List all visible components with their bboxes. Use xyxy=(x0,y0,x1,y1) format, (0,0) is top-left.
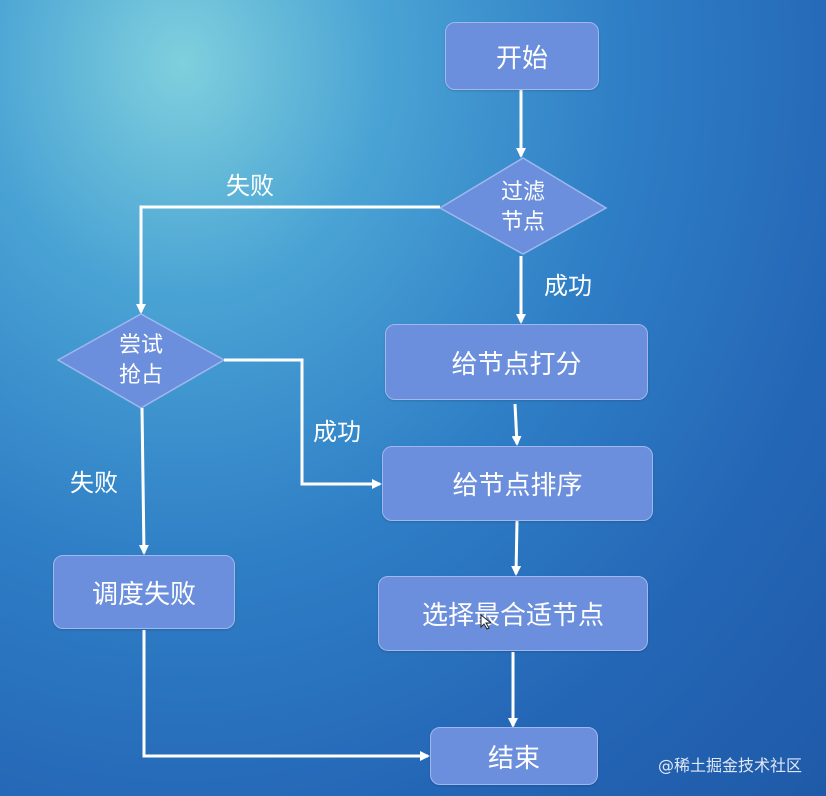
preempt-decision-label[interactable]: 尝试 抢占 xyxy=(118,333,163,388)
edge-filter-to-preempt xyxy=(136,205,440,314)
pointer-icon xyxy=(480,614,493,630)
edge-preempt-to-sort xyxy=(224,358,382,489)
schedule-failed-node[interactable]: 调度失败 xyxy=(53,555,235,629)
edge-sort-to-select xyxy=(511,520,522,576)
end-node[interactable]: 结束 xyxy=(430,727,598,785)
edge-score-to-sort xyxy=(511,403,522,446)
edge-preempt-to-fail xyxy=(138,407,149,555)
preempt-fail-label: 失败 xyxy=(70,469,118,497)
score-nodes-node[interactable]: 给节点打分 xyxy=(385,324,648,400)
edge-fail-to-end xyxy=(142,630,430,761)
filter-decision-label[interactable]: 过滤 节点 xyxy=(500,180,545,235)
filter-fail-label: 失败 xyxy=(226,172,274,200)
filter-success-label: 成功 xyxy=(544,272,592,300)
filter-decision-shape xyxy=(438,157,608,255)
preempt-decision-shape xyxy=(56,313,226,409)
select-best-node[interactable]: 选择最合适节点 xyxy=(378,576,648,651)
watermark: @稀土掘金技术社区 xyxy=(657,756,802,775)
preempt-success-label: 成功 xyxy=(313,418,361,446)
sort-nodes-node[interactable]: 给节点排序 xyxy=(382,446,653,521)
start-node[interactable]: 开始 xyxy=(445,22,599,90)
